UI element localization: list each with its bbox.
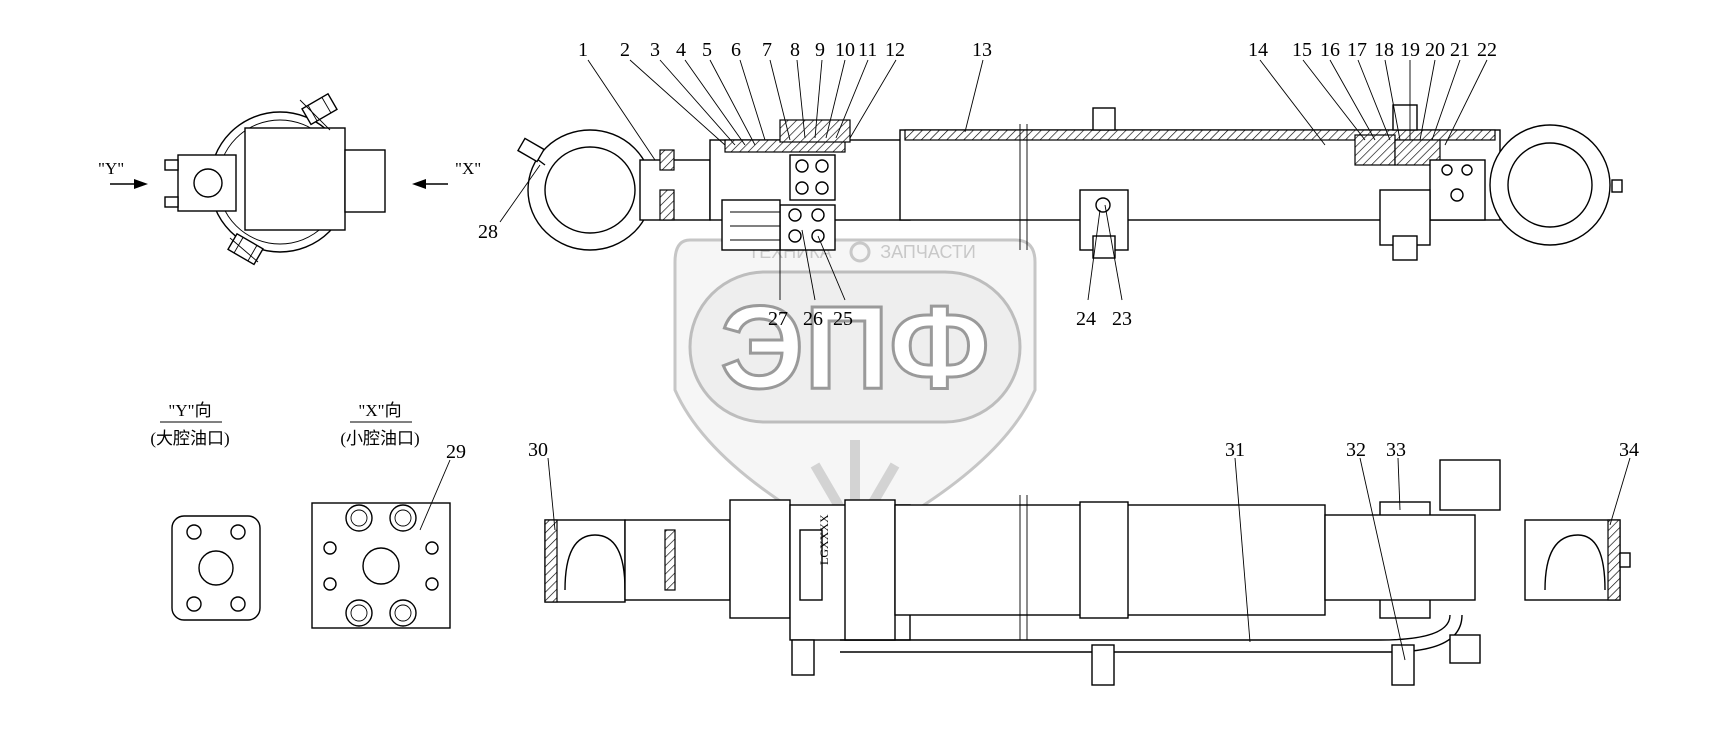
callout-5: 5 [702,39,712,61]
callout-22: 22 [1477,39,1497,61]
callout-33: 33 [1386,439,1406,461]
callout-1: 1 [578,39,588,61]
watermark-brand-right: ЗАПЧАСТИ [880,242,976,262]
callout-14: 14 [1248,39,1268,61]
callout-19: 19 [1400,39,1420,61]
callout-numbers: 1 2 3 4 5 6 7 8 9 10 11 12 13 14 15 16 1… [446,39,1639,463]
callout-15: 15 [1292,39,1312,61]
callout-8: 8 [790,39,800,61]
callout-32: 32 [1346,439,1366,461]
sectional-view [517,104,1623,261]
callout-3: 3 [650,39,660,61]
y-port-flange [171,515,261,621]
callout-9: 9 [815,39,825,61]
callout-34: 34 [1619,439,1639,461]
callout-30: 30 [528,439,548,461]
x-view-caption-top: "X"向 [358,401,401,420]
watermark-logo-text: ЭПФ [720,282,989,414]
view-captions: "Y"向 (大腔油口) "X"向 (小腔油口) [150,401,419,448]
callout-31: 31 [1225,439,1245,461]
y-view-caption-top: "Y"向 [168,401,211,420]
callout-10: 10 [835,39,855,61]
view-x-arrow-label: "X" [455,159,481,178]
callout-13: 13 [972,39,992,61]
callout-25: 25 [833,308,853,330]
callout-7: 7 [762,39,772,61]
watermark: ЭПФ ТЕХНИКА ЗАПЧАСТИ [673,238,1037,547]
x-port-block [311,502,451,629]
callout-11: 11 [858,39,877,61]
view-y-arrow-label: "Y" [98,159,124,178]
leader-lines [419,59,1631,661]
callout-16: 16 [1320,39,1340,61]
callout-20: 20 [1425,39,1445,61]
external-view: LGXXXX [544,459,1631,686]
callout-29: 29 [446,441,466,463]
y-view-caption-bottom: (大腔油口) [150,429,229,448]
x-view-caption-bottom: (小腔油口) [340,429,419,448]
callout-24: 24 [1076,308,1096,330]
callout-21: 21 [1450,39,1470,61]
callout-2: 2 [620,39,630,61]
callout-4: 4 [676,39,686,61]
callout-6: 6 [731,39,741,61]
callout-17: 17 [1347,39,1367,61]
callout-12: 12 [885,39,905,61]
watermark-badge [688,270,1022,424]
callout-28: 28 [478,221,498,243]
callout-26: 26 [803,308,823,330]
callout-27: 27 [768,308,788,330]
part-number-stamp: LGXXXX [817,514,831,565]
callout-18: 18 [1374,39,1394,61]
end-view: "Y" "X" [98,92,481,266]
gear-icon [849,241,871,263]
callout-23: 23 [1112,308,1132,330]
